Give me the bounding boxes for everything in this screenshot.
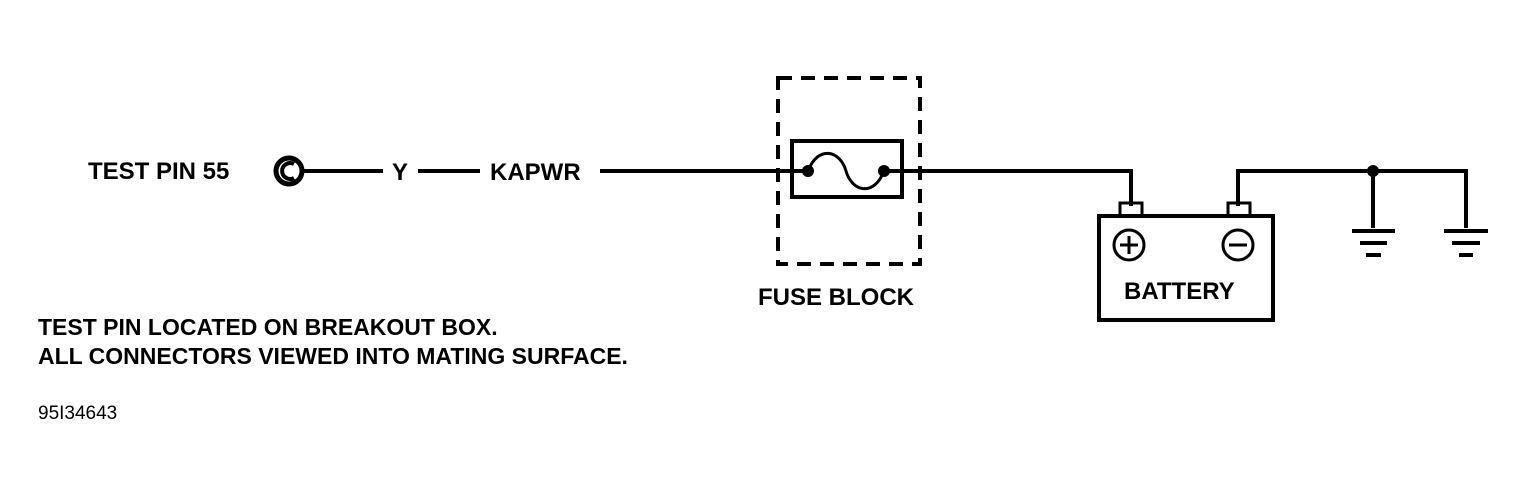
battery-negative-terminal-icon: [1221, 228, 1255, 262]
ground-icon: [1444, 229, 1488, 257]
figure-code: 95I34643: [38, 403, 117, 424]
note-line-2: ALL CONNECTORS VIEWED INTO MATING SURFAC…: [38, 343, 628, 369]
battery-label: BATTERY: [1124, 278, 1235, 305]
wire-fuse-to-battery-positive: [884, 169, 1133, 206]
ground-icon: [1352, 229, 1395, 257]
battery-positive-terminal-icon: [1112, 228, 1146, 262]
circuit-label: KAPWR: [490, 159, 581, 186]
note-line-1: TEST PIN LOCATED ON BREAKOUT BOX.: [38, 314, 498, 340]
fuse-block-label: FUSE BLOCK: [758, 284, 915, 311]
wire-battery-negative-to-ground: [1236, 169, 1468, 228]
wire-color-label: Y: [392, 159, 408, 186]
battery-icon: [1097, 201, 1275, 322]
test-pin-terminal-icon: [273, 155, 305, 187]
test-pin-label: TEST PIN 55: [88, 158, 229, 185]
splice-dot: [1367, 165, 1379, 177]
